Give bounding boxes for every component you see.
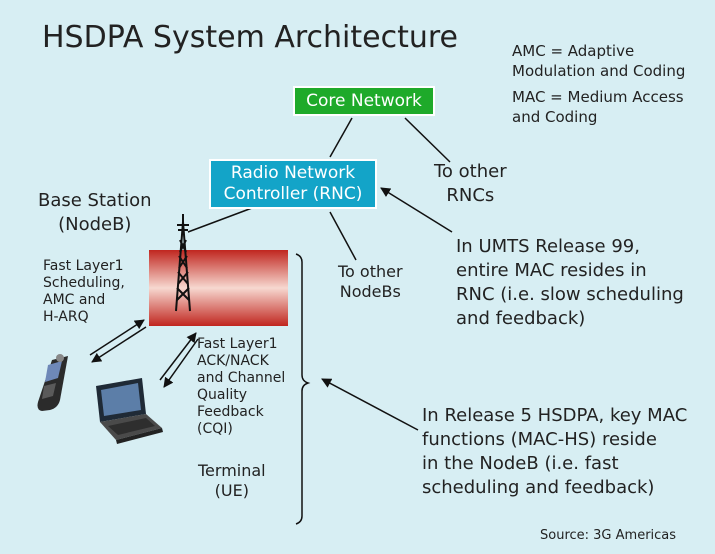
label-fast-layer1-scheduling: Fast Layer1 Scheduling, AMC and H-ARQ (43, 258, 125, 325)
line-rnc-core (329, 117, 353, 158)
antenna-tower-icon (175, 214, 191, 312)
core-network-node: Core Network (293, 86, 435, 116)
arrow-release5 (321, 378, 419, 431)
laptop-icon (96, 378, 163, 444)
nodeb-block (149, 250, 288, 326)
arrow-release99 (380, 187, 453, 233)
annotation-release5: In Release 5 HSDPA, key MAC functions (M… (422, 405, 688, 498)
rnc-node: Radio Network Controller (RNC) (209, 159, 377, 209)
source-credit: Source: 3G Americas (540, 528, 677, 543)
legend-mac: MAC = Medium Access and Coding (512, 88, 684, 126)
line-core-other-rncs (404, 117, 451, 163)
label-to-other-nodebs: To other NodeBs (338, 262, 403, 301)
line-rnc-other-nodebs (329, 211, 357, 261)
label-base-station: Base Station (NodeB) (38, 190, 152, 235)
line-nodeb-rnc (187, 207, 253, 233)
annotation-release99: In UMTS Release 99, entire MAC resides i… (456, 236, 684, 329)
nodeb-terminal-bracket (295, 253, 311, 525)
label-fast-layer1-ack: Fast Layer1 ACK/NACK and Channel Quality… (197, 336, 286, 437)
legend-amc: AMC = Adaptive Modulation and Coding (512, 42, 686, 80)
diagram-title: HSDPA System Architecture (42, 20, 459, 55)
label-terminal: Terminal (UE) (198, 461, 266, 500)
link-laptop-up (159, 332, 197, 381)
link-phone-up (89, 319, 145, 356)
link-laptop-down (163, 338, 199, 388)
mobile-phone-icon (37, 354, 68, 411)
link-phone-down (91, 326, 147, 363)
label-to-other-rncs: To other RNCs (434, 161, 507, 206)
